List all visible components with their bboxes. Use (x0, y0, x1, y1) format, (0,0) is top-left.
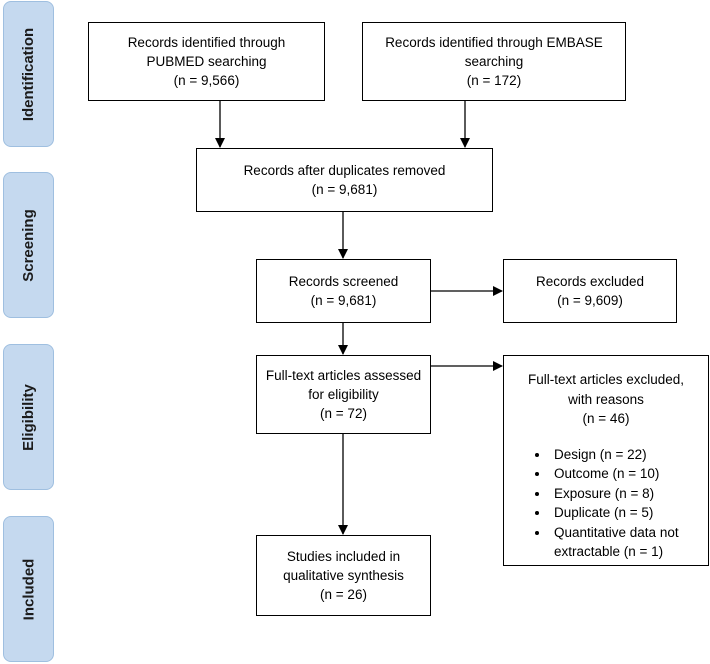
phase-identification: Identification (3, 1, 54, 147)
embase-count: (n = 172) (466, 73, 522, 88)
pubmed-line-2: PUBMED searching (146, 54, 267, 69)
phase-included: Included (3, 516, 54, 662)
fulltext-line-2: for eligibility (308, 387, 379, 402)
duplicates-count: (n = 9,681) (311, 182, 378, 197)
fulltext-excluded-line-2: with reasons (568, 391, 644, 407)
fulltext-count: (n = 72) (320, 406, 367, 421)
exclusion-reason-exposure: Exposure (n = 8) (550, 484, 708, 504)
box-fulltext-assessed: Full-text articles assessed for eligibil… (256, 355, 431, 434)
excluded-line-1: Records excluded (535, 274, 645, 289)
exclusion-reason-quantitative: Quantitative data not extractable (n = 1… (550, 523, 708, 562)
embase-line-1: Records identified through EMBASE (385, 35, 603, 50)
duplicates-line-1: Records after duplicates removed (243, 163, 446, 178)
fulltext-line-1: Full-text articles assessed (265, 368, 422, 383)
exclusion-reason-outcome: Outcome (n = 10) (550, 464, 708, 484)
included-count: (n = 26) (320, 587, 367, 602)
screened-count: (n = 9,681) (310, 293, 377, 308)
box-studies-included: Studies included in qualitative synthesi… (256, 535, 431, 616)
box-pubmed-records: Records identified through PUBMED search… (88, 22, 325, 101)
fulltext-excluded-heading: Full-text articles excluded, with reason… (504, 370, 708, 429)
screened-line-1: Records screened (288, 274, 399, 289)
phase-eligibility: Eligibility (3, 344, 54, 490)
excluded-count: (n = 9,609) (557, 293, 623, 308)
included-line-1: Studies included in (286, 549, 401, 564)
box-duplicates-removed: Records after duplicates removed (n = 9,… (196, 148, 493, 212)
box-records-excluded: Records excluded (n = 9,609) (503, 259, 677, 323)
embase-line-2: searching (464, 54, 524, 69)
phase-screening: Screening (3, 172, 54, 318)
box-fulltext-excluded: Full-text articles excluded, with reason… (503, 355, 709, 566)
exclusion-reason-design: Design (n = 22) (550, 445, 708, 465)
included-line-2: qualitative synthesis (283, 568, 404, 583)
box-embase-records: Records identified through EMBASE search… (362, 22, 626, 101)
pubmed-line-1: Records identified through (127, 35, 286, 50)
box-records-screened: Records screened (n = 9,681) (256, 259, 431, 323)
exclusion-reason-duplicate: Duplicate (n = 5) (550, 503, 708, 523)
pubmed-count: (n = 9,566) (173, 73, 240, 88)
fulltext-excluded-line-1: Full-text articles excluded, (527, 372, 685, 387)
exclusion-reasons-list: Design (n = 22) Outcome (n = 10) Exposur… (504, 445, 708, 562)
fulltext-excluded-count: (n = 46) (582, 411, 630, 426)
